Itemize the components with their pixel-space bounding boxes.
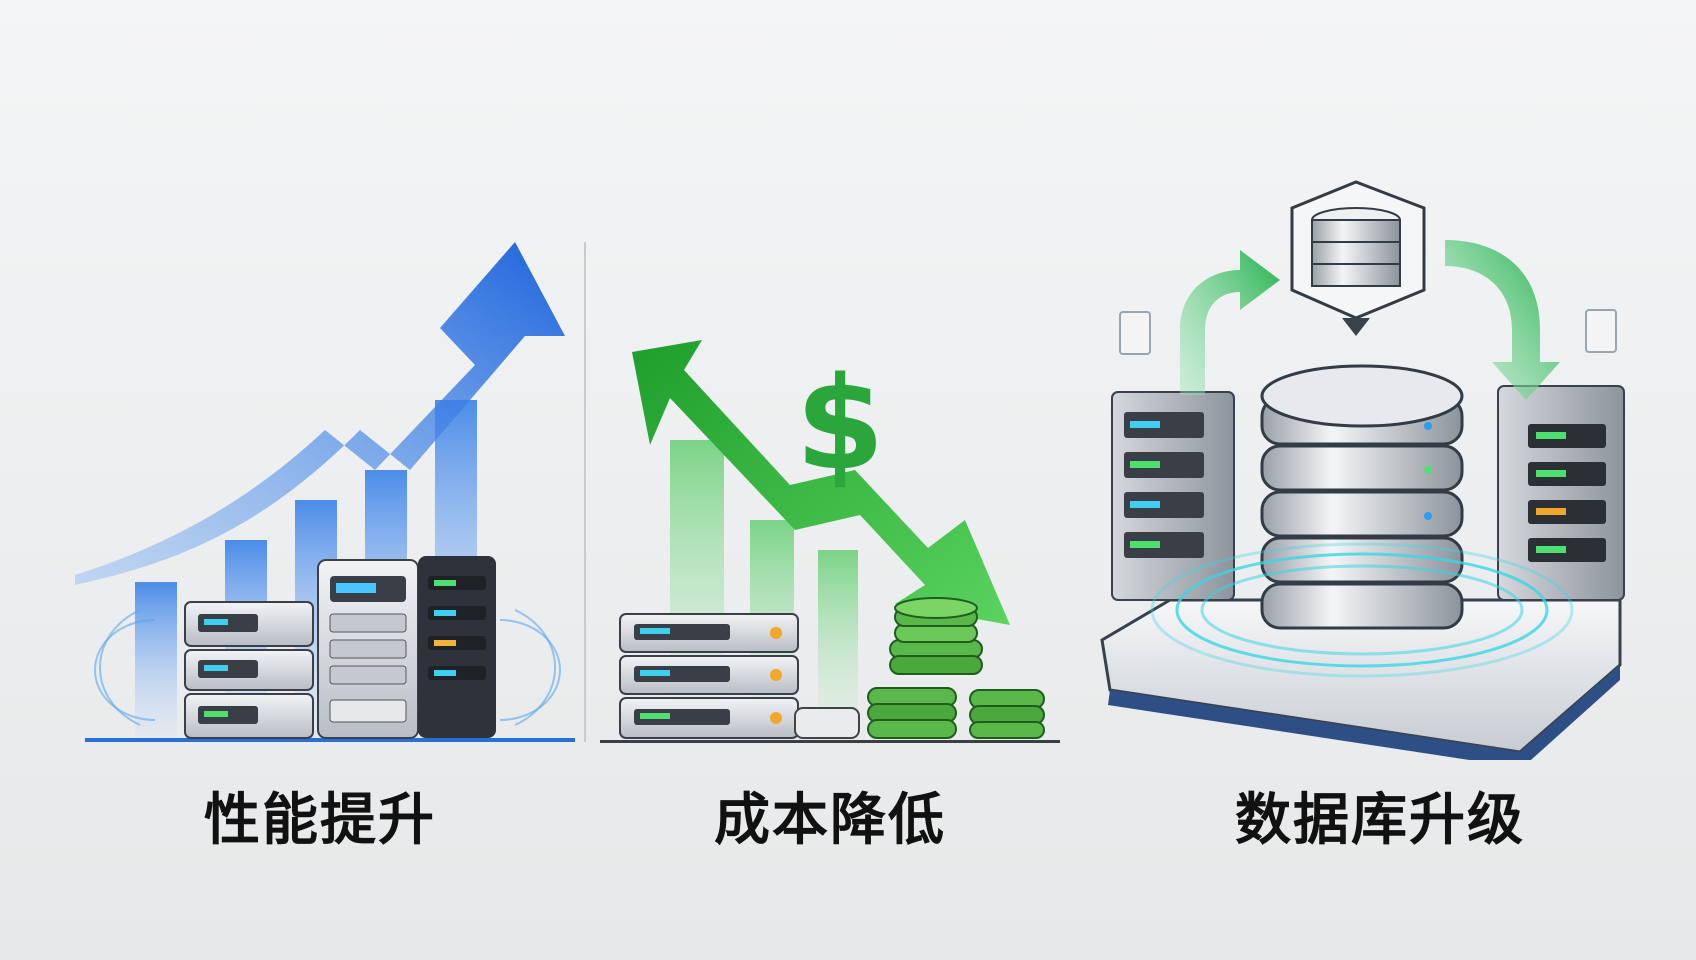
- server-rack-left: [1111, 391, 1235, 601]
- server-stack-small: [184, 601, 314, 739]
- signal-rings: [94, 609, 561, 726]
- panel-cost: $: [590, 0, 1070, 960]
- database-illustration: [1100, 180, 1625, 760]
- caption-performance: 性能提升: [204, 788, 436, 853]
- panel-database: 数据库升级: [1080, 0, 1680, 960]
- dollar-icon: $: [795, 350, 884, 499]
- database-hexagon: [1290, 180, 1426, 336]
- coin-stack: [867, 597, 1045, 739]
- perf-bar: [135, 582, 177, 740]
- upgrade-arrow-right: [1445, 240, 1560, 400]
- upgrade-arrow-left: [1180, 250, 1280, 395]
- caption-cost: 成本降低: [714, 788, 946, 853]
- cost-illustration: $: [600, 340, 1060, 743]
- glow-rings: [1150, 542, 1574, 678]
- falling-arrow: [632, 340, 1010, 625]
- caption-database: 数据库升级: [1235, 788, 1525, 853]
- server-tower: [317, 556, 496, 739]
- rising-arrow: [75, 242, 565, 585]
- server-rack-right: [1497, 385, 1625, 601]
- database-cylinder: [1260, 364, 1464, 630]
- server-stack: [619, 613, 799, 739]
- performance-illustration: [75, 242, 575, 742]
- panel-performance: 性能提升: [60, 0, 580, 960]
- document-icon: [1119, 309, 1617, 355]
- panel-divider: [584, 242, 586, 742]
